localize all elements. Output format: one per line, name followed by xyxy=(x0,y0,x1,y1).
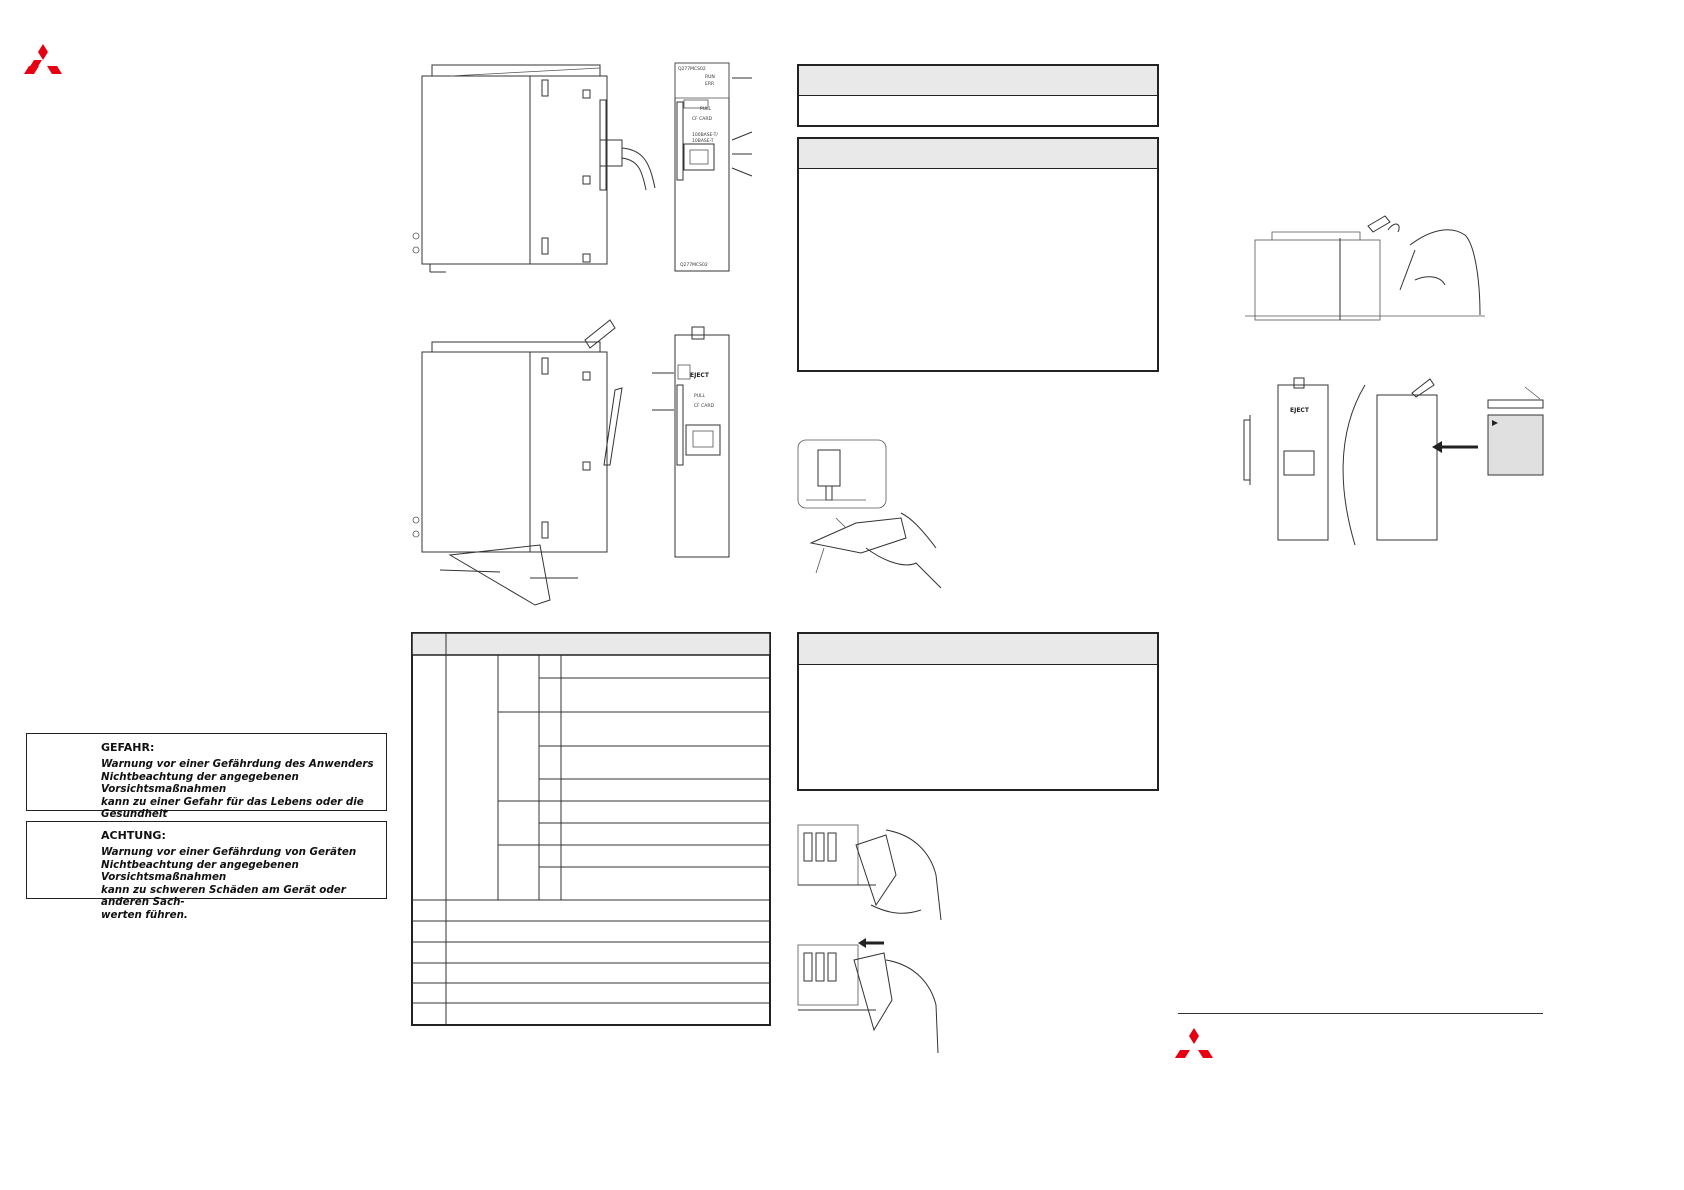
cover-open-screwdriver-drawing xyxy=(1245,215,1485,321)
terminal-insert-drawing-2 xyxy=(797,938,939,1054)
mitsubishi-logo-bottom xyxy=(1175,1028,1213,1058)
eject-label: EJECT xyxy=(690,372,710,379)
mitsubishi-logo-top xyxy=(24,44,62,74)
module-model-label: Q277MCS02 xyxy=(678,66,706,72)
err-led-label: ERR xyxy=(705,81,714,87)
svg-text:CF CARD: CF CARD xyxy=(694,403,715,409)
info-panel-2 xyxy=(797,137,1159,372)
warning-title: GEFAHR: xyxy=(101,741,155,754)
warning-text: Warnung vor einer Gefährdung von Geräten… xyxy=(101,846,357,921)
module-front-eject-drawing: EJECT PULL CF CARD xyxy=(652,326,730,558)
run-led-label: RUN xyxy=(705,74,715,80)
connector-removal-drawing xyxy=(797,439,942,589)
info-panel-1 xyxy=(797,64,1159,127)
ethernet-label: 100BASE-T/ xyxy=(692,132,718,138)
svg-text:PULL: PULL xyxy=(694,393,706,399)
cf-card-label: CF CARD xyxy=(692,116,713,122)
module-side-view-open-drawing xyxy=(412,319,623,606)
pull-label: PULL xyxy=(700,106,712,112)
parts-table xyxy=(411,632,771,1026)
module-front-view-drawing: Q277MCS02 RUN ERR PULL CF CARD 100BASE-T… xyxy=(674,62,753,272)
module-side-view-drawing xyxy=(412,64,656,273)
warning-box-caution: ACHTUNG: Warnung vor einer Gefährdung vo… xyxy=(26,821,387,921)
terminal-insert-drawing-1 xyxy=(797,824,942,921)
footer-rule xyxy=(1178,1013,1543,1014)
svg-text:EJECT: EJECT xyxy=(1290,407,1310,414)
info-panel-3 xyxy=(797,632,1159,791)
warning-title: ACHTUNG: xyxy=(101,829,166,842)
warning-box-danger: GEFAHR: Warnung vor einer Gefährdung des… xyxy=(26,733,387,833)
bottom-model-label: Q277MCS02 xyxy=(680,262,708,268)
cf-card-insert-drawing: EJECT xyxy=(1243,377,1544,546)
svg-text:10BASE-T: 10BASE-T xyxy=(692,138,714,144)
